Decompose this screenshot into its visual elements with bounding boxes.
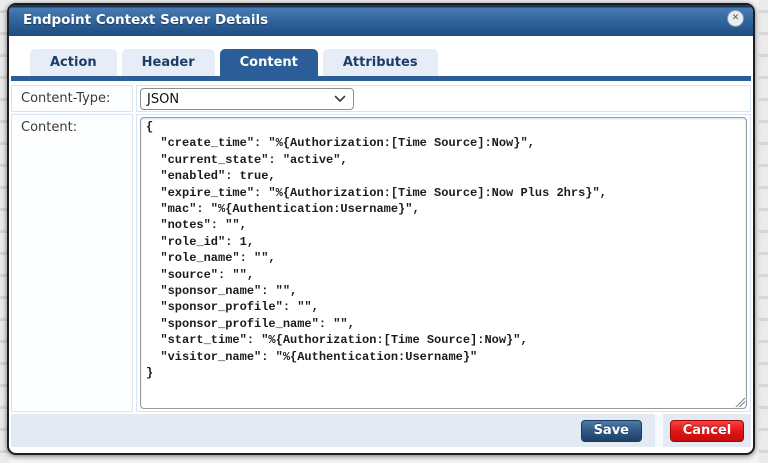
close-icon[interactable]: ✕ bbox=[728, 11, 743, 26]
tab-bar: Action Header Content Attributes bbox=[30, 49, 438, 76]
content-type-field-cell: JSON bbox=[136, 85, 751, 112]
chevron-down-icon bbox=[334, 95, 346, 102]
resize-handle[interactable] bbox=[734, 396, 745, 407]
footer-band-right: Cancel bbox=[663, 414, 751, 447]
dialog-titlebar: Endpoint Context Server Details ✕ bbox=[9, 5, 753, 36]
content-tab-panel: Content-Type: JSON Content: { "create_ti… bbox=[11, 85, 751, 414]
content-field-cell: { "create_time": "%{Authorization:[Time … bbox=[136, 114, 751, 412]
content-type-row: Content-Type: JSON bbox=[11, 85, 751, 112]
content-type-selected-value: JSON bbox=[147, 91, 180, 107]
dialog-title: Endpoint Context Server Details bbox=[23, 12, 269, 28]
tab-header[interactable]: Header bbox=[121, 49, 215, 76]
endpoint-context-server-details-dialog: Endpoint Context Server Details ✕ Action… bbox=[7, 3, 755, 455]
content-textarea[interactable]: { "create_time": "%{Authorization:[Time … bbox=[140, 117, 747, 409]
tab-bar-underline bbox=[11, 76, 751, 81]
content-label: Content: bbox=[11, 114, 133, 412]
tab-content[interactable]: Content bbox=[219, 49, 318, 76]
footer-divider bbox=[655, 414, 663, 447]
tab-attributes[interactable]: Attributes bbox=[322, 49, 438, 76]
content-type-label: Content-Type: bbox=[11, 85, 133, 112]
content-row: Content: { "create_time": "%{Authorizati… bbox=[11, 114, 751, 412]
save-button[interactable]: Save bbox=[580, 419, 642, 442]
cancel-button[interactable]: Cancel bbox=[669, 419, 745, 442]
background-page-right bbox=[759, 0, 768, 463]
content-type-select[interactable]: JSON bbox=[140, 88, 354, 110]
tab-action[interactable]: Action bbox=[30, 49, 117, 76]
dialog-footer: Save Cancel bbox=[11, 414, 751, 447]
footer-band-left: Save bbox=[11, 414, 655, 447]
background-page-left bbox=[0, 0, 9, 463]
